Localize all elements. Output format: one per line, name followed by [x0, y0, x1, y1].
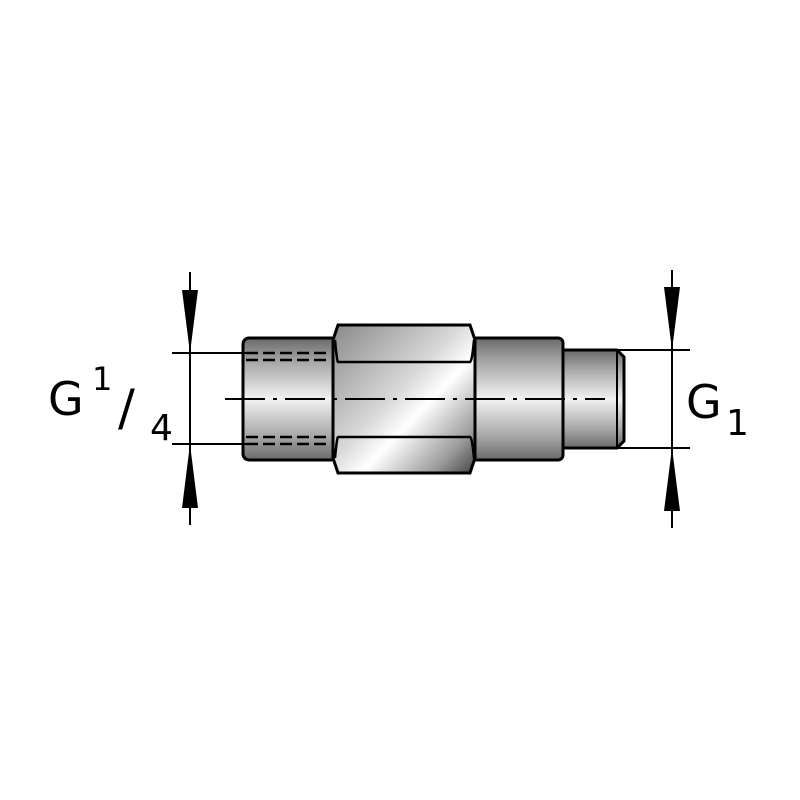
arrow-down-icon	[182, 290, 198, 353]
hex-edge-top	[333, 339, 476, 364]
left-thread-fraction-numerator: 1	[92, 360, 112, 398]
right-dimension	[617, 270, 690, 528]
right-thread-label: G	[686, 375, 722, 429]
arrow-up-icon	[664, 448, 680, 511]
internal-thread-hidden-lines	[246, 351, 326, 446]
right-thread-subscript: 1	[726, 403, 749, 444]
left-thread-fraction-slash: /	[118, 379, 135, 437]
hex-edge-bottom	[333, 435, 476, 459]
arrow-down-icon	[664, 287, 680, 350]
left-thread-label: G	[48, 372, 84, 426]
arrow-up-icon	[182, 444, 198, 508]
left-thread-fraction-denominator: 4	[150, 408, 173, 449]
